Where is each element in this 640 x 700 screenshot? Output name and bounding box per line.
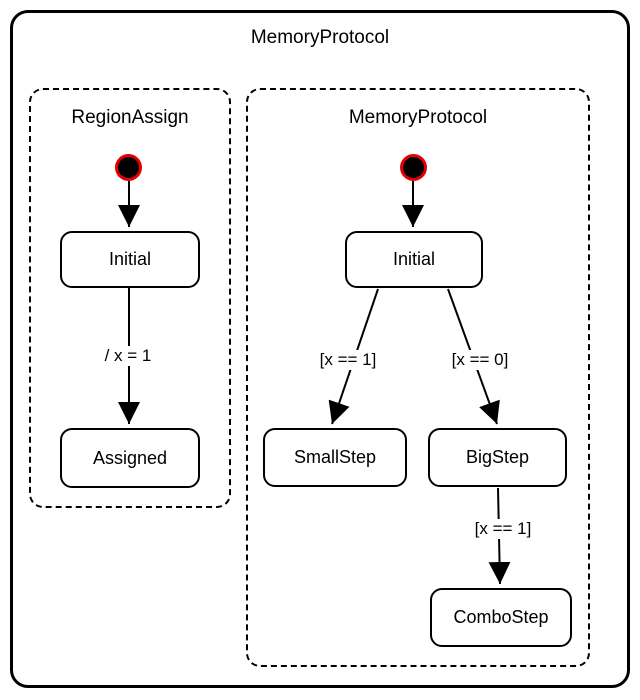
region-regionassign[interactable] — [29, 88, 231, 508]
region-memoryprotocol[interactable] — [246, 88, 590, 667]
state-label: SmallStep — [293, 447, 377, 467]
state-assigned[interactable]: Assigned — [60, 428, 200, 488]
transition-guard-smallstep[interactable]: [x == 1] — [316, 350, 380, 370]
state-smallstep[interactable]: SmallStep — [263, 428, 407, 487]
state-label: ComboStep — [453, 607, 549, 627]
state-label: Initial — [108, 249, 152, 269]
state-label: Assigned — [92, 447, 168, 468]
state-initial-left[interactable]: Initial — [60, 231, 200, 288]
state-combostep[interactable]: ComboStep — [430, 588, 572, 647]
initial-state-icon[interactable] — [400, 154, 427, 181]
initial-state-icon[interactable] — [115, 154, 142, 181]
transition-label-assign[interactable]: / x = 1 — [101, 346, 155, 366]
state-bigstep[interactable]: BigStep — [428, 428, 567, 487]
state-label: BigStep — [465, 447, 530, 467]
state-label: Initial — [392, 249, 436, 269]
region-memoryprotocol-title: MemoryProtocol — [348, 107, 488, 128]
transition-guard-bigstep[interactable]: [x == 0] — [448, 350, 512, 370]
transition-guard-combostep[interactable]: [x == 1] — [471, 519, 535, 539]
region-regionassign-title: RegionAssign — [71, 107, 189, 128]
composite-state-title: MemoryProtocol — [250, 27, 390, 48]
state-initial-right[interactable]: Initial — [345, 231, 483, 288]
